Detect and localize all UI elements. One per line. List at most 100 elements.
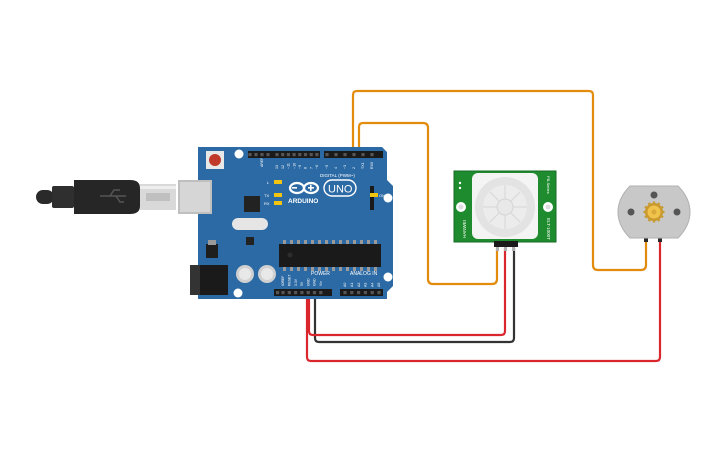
crystal-oscillator — [232, 218, 268, 230]
pir-pin-header[interactable] — [494, 241, 518, 247]
digital-pin-holes[interactable] — [248, 153, 374, 157]
motor-vent — [650, 191, 658, 199]
power-pin-label: 5V — [300, 281, 304, 286]
analog-pin-hole[interactable] — [377, 291, 381, 295]
digital-pin-hole[interactable] — [260, 153, 264, 157]
digital-pin-hole[interactable] — [309, 153, 313, 157]
rx-led-label: RX — [264, 201, 270, 206]
reset-button-cap[interactable] — [209, 154, 221, 166]
mounting-hole — [383, 272, 393, 282]
analog-label: ANALOG IN — [350, 271, 378, 277]
digital-pin-hole[interactable] — [334, 153, 338, 157]
on-led-label: ON — [379, 193, 385, 198]
digital-pin-hole[interactable] — [254, 153, 258, 157]
wire-pir-out-to-arduino[interactable] — [357, 121, 499, 286]
digital-pin-hole[interactable] — [286, 153, 290, 157]
wire-5v-to-pir[interactable] — [307, 248, 507, 337]
digital-pin-label: TX1 — [361, 162, 365, 169]
analog-header[interactable] — [340, 289, 383, 296]
mounting-hole — [383, 193, 393, 203]
analog-pin-hole[interactable] — [357, 291, 361, 295]
digital-pin-hole[interactable] — [275, 153, 279, 157]
digital-pin-hole[interactable] — [315, 153, 319, 157]
digital-pin-label: 7 — [309, 167, 313, 169]
digital-header-label: DIGITAL (PWM~) — [320, 173, 355, 178]
analog-pin-label: A4 — [370, 283, 374, 287]
pir-right-label-2: ELT-1000T — [546, 218, 551, 240]
power-pin-hole[interactable] — [312, 291, 317, 295]
power-pin-hole[interactable] — [300, 291, 304, 295]
digital-pin-hole[interactable] — [266, 153, 270, 157]
digital-pin-hole[interactable] — [352, 153, 356, 157]
power-pin-label: 3.3V — [294, 278, 298, 286]
digital-pin-label: ~10 — [292, 163, 296, 169]
digital-pin-hole[interactable] — [303, 153, 308, 157]
arduino-logo — [288, 181, 320, 195]
pir-sensor[interactable]: HANWEI FB-Series ELT-1000T — [453, 170, 557, 251]
motor-gear-icon — [643, 201, 665, 223]
wire-5v-to-motor[interactable] — [305, 241, 662, 363]
power-pin-holes[interactable] — [276, 291, 323, 295]
pir-left-label: HANWEI — [462, 220, 467, 238]
analog-pin-hole[interactable] — [343, 291, 347, 295]
digital-pin-hole[interactable] — [281, 153, 285, 157]
analog-pin-hole[interactable] — [363, 291, 367, 295]
usb-cable-collar — [52, 186, 74, 208]
digital-pin-label: ~5 — [325, 165, 329, 169]
analog-pin-label: A3 — [364, 283, 368, 287]
tx-led-label: TX — [264, 193, 269, 198]
power-label: POWER — [311, 271, 330, 277]
power-pin-label: Vin — [319, 281, 323, 286]
digital-pin-label: 8 — [304, 167, 308, 169]
wire-signal-to-motor[interactable] — [351, 89, 648, 272]
dc-motor[interactable] — [617, 185, 691, 242]
analog-pin-label: A2 — [357, 283, 361, 287]
icsp-header — [370, 186, 374, 210]
power-pin-hole[interactable] — [306, 291, 310, 295]
analog-pin-hole[interactable] — [350, 291, 354, 295]
pir-right-label-1: FB-Series — [546, 176, 551, 194]
mounting-hole — [233, 288, 243, 298]
power-pin-hole[interactable] — [281, 291, 285, 295]
power-pin-label: GND — [306, 278, 310, 286]
wires — [305, 89, 662, 363]
analog-pin-hole[interactable] — [370, 291, 374, 295]
power-pin-hole[interactable] — [287, 291, 291, 295]
power-pin-hole[interactable] — [319, 291, 323, 295]
digital-pin-label: 4 — [334, 167, 338, 169]
usb-cable[interactable] — [36, 180, 176, 214]
digital-pin-label: ~6 — [315, 165, 319, 169]
aref-label: AREF — [260, 158, 264, 167]
analog-pin-label: A5 — [377, 283, 381, 287]
usb-chip — [244, 196, 260, 212]
atmega-chip — [279, 244, 381, 267]
digital-pin-hole[interactable] — [370, 153, 374, 157]
digital-pin-hole[interactable] — [298, 153, 302, 157]
digital-pin-hole[interactable] — [325, 153, 329, 157]
power-pin-hole[interactable] — [294, 291, 298, 295]
brand-label: ARDUINO — [288, 198, 318, 205]
digital-pin-label: RX0 — [370, 162, 374, 169]
wire-ground[interactable] — [313, 248, 516, 344]
analog-pin-label: A1 — [350, 283, 354, 287]
motor-vent — [627, 208, 635, 216]
analog-pin-label: A0 — [343, 283, 347, 287]
digital-pin-label: 13 — [275, 165, 279, 169]
digital-pin-hole[interactable] — [343, 153, 347, 157]
digital-pin-label: 2 — [352, 167, 356, 169]
digital-pin-hole[interactable] — [361, 153, 365, 157]
mounting-hole — [234, 149, 244, 159]
digital-pin-label: ~9 — [298, 165, 302, 169]
usb-icon — [100, 189, 126, 203]
power-pin-label: RESET — [288, 275, 292, 286]
voltage-regulator — [206, 244, 218, 258]
digital-pin-hole[interactable] — [248, 153, 252, 157]
digital-pin-hole[interactable] — [292, 153, 296, 157]
l-led-label: L — [267, 180, 270, 185]
arduino-uno-board[interactable]: L TX RX ON ARDUINO UNO DIGITAL (PWM~) AR… — [178, 147, 393, 299]
analog-pin-holes[interactable] — [343, 291, 381, 295]
usb-plug-body — [74, 180, 140, 214]
